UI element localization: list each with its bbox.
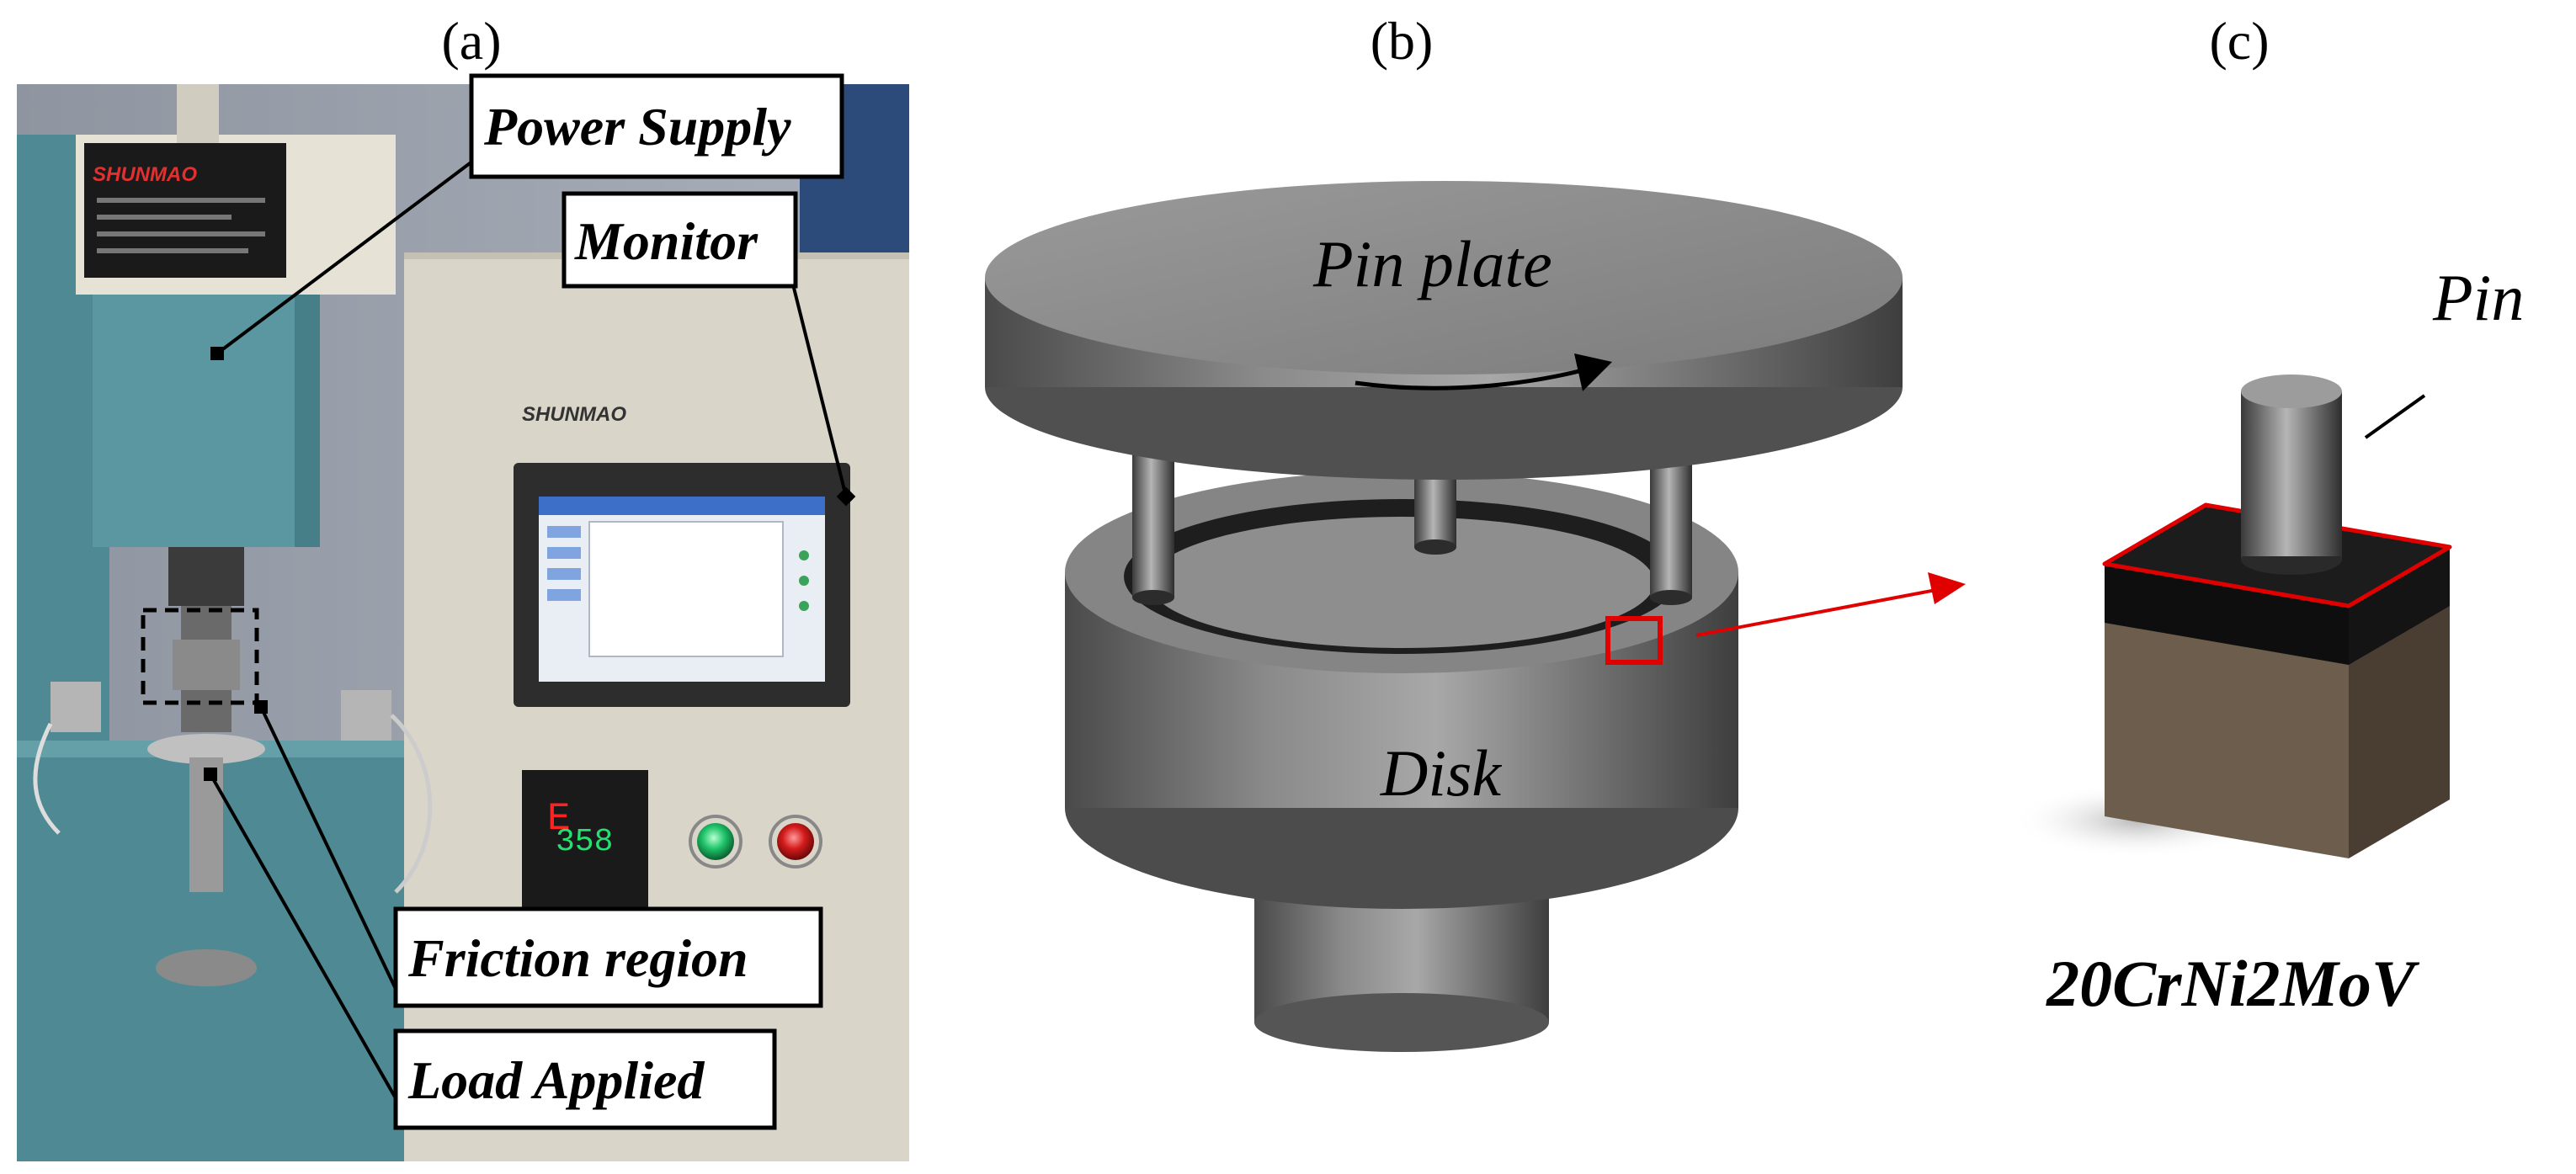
plate-brand: SHUNMAO — [93, 163, 197, 186]
power-supply-callout — [469, 73, 844, 179]
rotation-arrow — [1355, 368, 1583, 390]
coating-layer-side — [2349, 547, 2450, 665]
monitor-label: Monitor — [574, 211, 758, 271]
power-supply-label: Power Supply — [483, 97, 791, 157]
brand-plate — [84, 143, 286, 278]
panel-label-c: (c) — [2209, 11, 2269, 71]
pin-plate-label: Pin plate — [1312, 227, 1552, 300]
pin-leader — [2364, 394, 2426, 439]
monitor-callout — [562, 191, 798, 289]
pin-plate — [985, 181, 1903, 480]
monitor-leader — [790, 277, 848, 497]
friction-region-leader — [259, 706, 397, 990]
tester-frame: SHUNMAO — [17, 84, 433, 1161]
pin-label: Pin — [2432, 261, 2524, 334]
material-label: 20CrNi2MoV — [2046, 947, 2420, 1020]
sample-location-marker — [1605, 616, 1663, 665]
controller-value: 358 — [556, 824, 613, 860]
load-applied-callout — [393, 1028, 777, 1130]
disk-label: Disk — [1380, 736, 1502, 810]
load-applied-leader — [209, 773, 397, 1099]
sample-location-arrowhead — [1928, 572, 1966, 604]
sample-location-arrow — [1695, 587, 1941, 637]
rotation-arrowhead — [1574, 353, 1612, 391]
power-supply-leader — [216, 154, 482, 355]
panel-label-a: (a) — [441, 11, 501, 71]
schematic-panel: Pin plate Disk — [985, 181, 1966, 1052]
load-applied-label: Load Applied — [407, 1050, 705, 1110]
friction-region-marker — [141, 608, 259, 705]
temperature-controller: E 358 — [522, 770, 648, 909]
cabinet-brand: SHUNMAO — [522, 403, 626, 426]
pin — [2241, 375, 2342, 575]
red-indicator-lamp — [777, 823, 814, 860]
controller-letter: E — [547, 797, 571, 841]
photo-panel: SHUNMAO E 358 — [17, 73, 909, 1161]
panel-label-b: (b) — [1370, 11, 1434, 71]
coating-layer-front — [2105, 564, 2349, 665]
touch-monitor — [514, 463, 850, 707]
green-indicator-lamp — [697, 823, 734, 860]
friction-region-callout — [393, 906, 823, 1008]
pin-rod-left — [1132, 438, 1174, 598]
disk — [1065, 471, 1738, 909]
friction-region-label: Friction region — [407, 928, 748, 988]
sample-panel: Pin 20CrNi2MoV — [2012, 261, 2524, 1020]
